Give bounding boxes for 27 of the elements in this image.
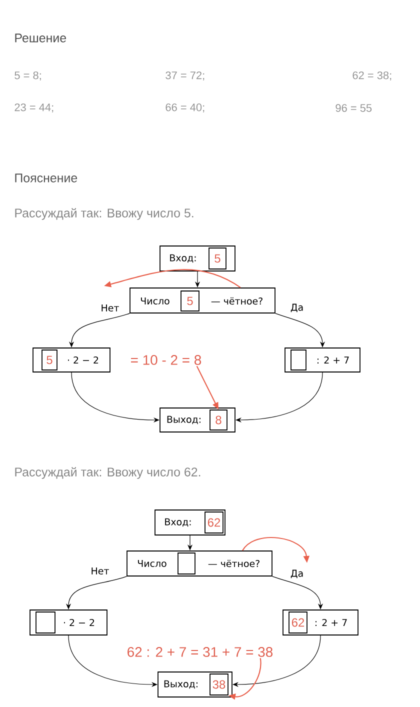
- equation-text: 37 = 72;: [166, 71, 204, 81]
- edge-label: Нет: [100, 303, 120, 312]
- calculation-text: = 10 - 2 = 8: [131, 355, 202, 365]
- equation-text: 66 = 40;: [166, 103, 204, 113]
- number-box: 5: [42, 350, 58, 370]
- heading: Решение: [15, 34, 66, 42]
- explanation-text: Рассуждай так: Ввожу число 62.: [15, 467, 200, 479]
- empty-box: [36, 612, 56, 634]
- edge-label: Нет: [90, 566, 110, 576]
- calculation-text: 62 : 2 + 7 = 31 + 7 = 38: [128, 647, 273, 657]
- question-box: Число — чётное?: [126, 550, 272, 576]
- number-box: 62: [204, 512, 224, 534]
- empty-box: [290, 350, 306, 370]
- equation-text: 62 = 38;: [352, 71, 392, 81]
- heading: Пояснение: [15, 174, 78, 182]
- number-box: 8: [210, 410, 228, 430]
- equation-text: 5 = 8;: [14, 71, 41, 81]
- edge-label: Да: [289, 568, 305, 580]
- explanation-text: Рассуждай так: Ввожу число 5.: [15, 208, 194, 220]
- number-box: 5: [208, 248, 226, 270]
- empty-box: [178, 552, 196, 574]
- number-box: 5: [180, 290, 200, 312]
- edge-label: Да: [289, 302, 305, 314]
- number-box: 38: [210, 674, 228, 696]
- number-box: 62: [288, 612, 308, 634]
- equation-text: 96 = 55: [336, 104, 372, 112]
- equation-text: 23 = 44;: [14, 103, 54, 113]
